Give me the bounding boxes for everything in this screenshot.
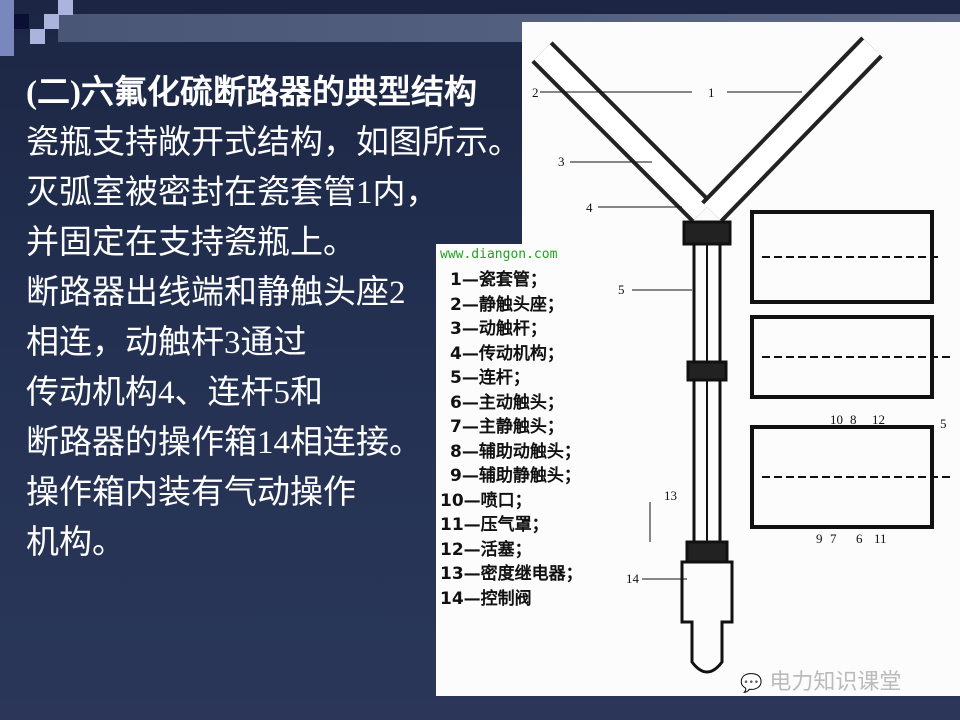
- legend-item: 1—瓷套管；: [450, 270, 547, 290]
- legend-item: 11—压气罩；: [440, 515, 549, 535]
- callout-label: 14: [626, 571, 640, 586]
- decor-square: [0, 0, 14, 56]
- callout-label: 8: [850, 412, 857, 427]
- callout-label: 3: [558, 154, 565, 169]
- brand-name: 电力知识课堂: [769, 670, 902, 695]
- figure-legend: 1—瓷套管； 2—静触头座； 3—动触杆； 4—传动机构； 5—连杆； 6—主动…: [440, 268, 583, 611]
- callout-label: 5: [940, 416, 947, 431]
- legend-item: 13—密度继电器；: [440, 564, 583, 584]
- legend-item: 8—辅助动触头；: [450, 441, 581, 462]
- legend-item: 4—传动机构；: [450, 343, 564, 364]
- legend-item: 3—动触杆；: [450, 319, 547, 339]
- text-line: 断路器的操作箱14相连接。: [26, 425, 422, 461]
- callout-label: 7: [830, 531, 837, 546]
- callout-label: 5: [618, 282, 625, 297]
- legend-panel: [436, 244, 526, 696]
- decor-square: [58, 0, 73, 15]
- slide-heading: (二)六氟化硫断路器的典型结构: [26, 75, 477, 111]
- legend-item: 6—主动触头；: [450, 392, 564, 413]
- slide-body-text: (二)六氟化硫断路器的典型结构 瓷瓶支持敞开式结构，如图所示。 灭弧室被密封在瓷…: [26, 68, 521, 568]
- bottom-bar-decoration: [0, 700, 960, 720]
- text-line: 瓷瓶支持敞开式结构，如图所示。: [26, 125, 521, 161]
- legend-item: 7—主静触头；: [450, 417, 564, 437]
- decor-square: [30, 29, 45, 44]
- legend-item: 5—连杆；: [450, 368, 530, 388]
- legend-item: 2—静触头座；: [450, 294, 564, 315]
- callout-label: 4: [586, 200, 593, 215]
- text-line: 相连，动触杆3通过: [26, 325, 307, 361]
- text-line: 并固定在支持瓷瓶上。: [26, 225, 356, 261]
- callout-label: 10: [830, 412, 843, 427]
- callout-label: 6: [856, 531, 863, 546]
- legend-item: 12—活塞；: [440, 539, 532, 560]
- callout-label: 1: [708, 85, 715, 100]
- decor-square: [14, 14, 29, 29]
- callout-label: 11: [874, 531, 887, 546]
- brand-watermark: 💬 电力知识课堂: [740, 664, 901, 696]
- legend-item: 14—控制阀: [440, 588, 532, 609]
- callout-label: 13: [664, 488, 677, 503]
- decor-square: [44, 14, 59, 29]
- callout-label: 9: [816, 531, 823, 546]
- callout-label: 12: [872, 412, 885, 427]
- callout-label: 2: [532, 85, 539, 100]
- diagram-panel: [522, 22, 960, 696]
- text-line: 机构。: [26, 525, 125, 561]
- text-line: 传动机构4、连杆5和: [26, 375, 323, 411]
- legend-item: 10—喷口；: [440, 490, 532, 511]
- text-line: 断路器出线端和静触头座2: [26, 275, 406, 311]
- wechat-icon: 💬: [740, 673, 763, 694]
- text-line: 灭弧室被密封在瓷套管1内，: [26, 175, 439, 211]
- watermark: www.diangon.com: [440, 247, 558, 262]
- text-line: 操作箱内装有气动操作: [26, 475, 356, 511]
- circuit-breaker-diagram: 2 1 3 4 5 13 14 10 8 12 5 9 7 6 11: [531, 36, 952, 674]
- legend-item: 9—辅助静触头；: [450, 466, 581, 486]
